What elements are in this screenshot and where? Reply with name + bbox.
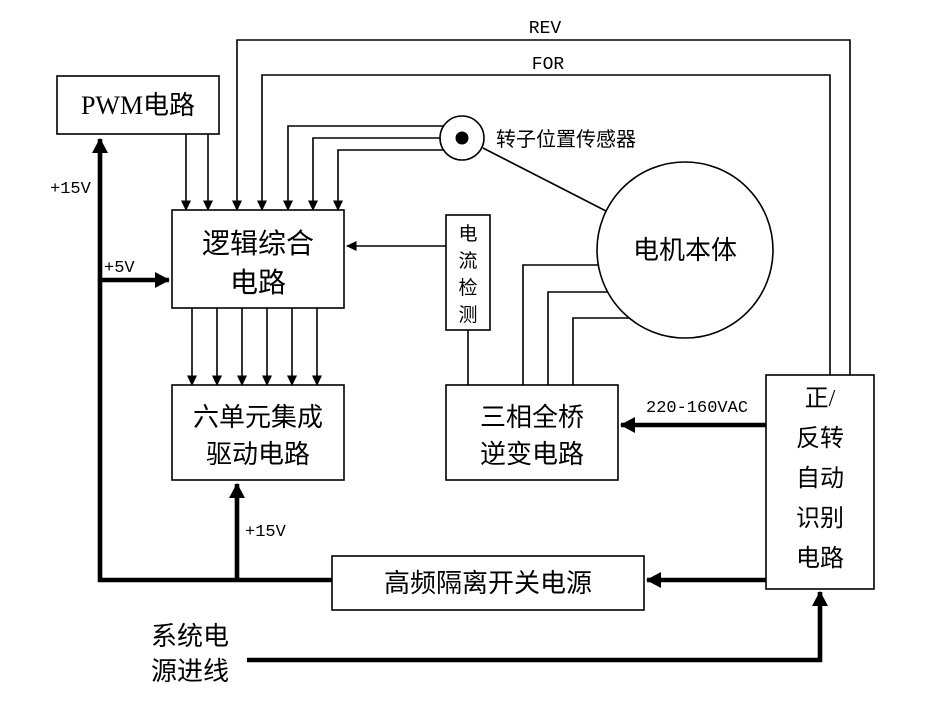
inverter-to-motor-line-3 (572, 317, 629, 385)
sensor-to-logic-line-1 (283, 125, 443, 211)
fr-label-line3: 自动 (796, 465, 844, 492)
psu-to-pwm-power-line (92, 138, 332, 583)
system-power-label-line1: 系统电 (151, 622, 229, 651)
motor-circle (596, 161, 774, 339)
driver-label-line1: 六单元集成 (193, 403, 323, 432)
for-signal-line (257, 74, 831, 375)
current-detect-char-4: 测 (458, 304, 477, 326)
logic-label-line2: 电路 (230, 267, 286, 299)
fr-label-line4: 识别 (796, 505, 844, 532)
hf-psu-box (331, 555, 645, 611)
logic-box (171, 209, 345, 309)
v5-label: +5V (104, 259, 135, 278)
v15-driver-label: +15V (245, 523, 287, 542)
fr-label-line1: 正/ (805, 386, 836, 412)
fr-label-line2: 反转 (796, 425, 844, 452)
inverter-label-line1: 三相全桥 (480, 403, 584, 432)
v15-left-label: +15V (50, 180, 92, 199)
driver-box (171, 384, 345, 481)
for-label: FOR (532, 55, 565, 75)
inverter-label-line2: 逆变电路 (480, 440, 584, 469)
pwm-label: PWM电路 (81, 91, 195, 120)
sensor-to-logic-line-3 (333, 149, 443, 211)
current-detect-char-3: 检 (458, 277, 477, 299)
motor-label: 电机本体 (633, 236, 737, 265)
inverter-box (445, 384, 619, 481)
logic-label-line1: 逻辑综合 (202, 228, 314, 260)
sensor-dot (455, 131, 469, 145)
current-detect-char-2: 流 (458, 250, 477, 272)
inverter-to-motor-line-1 (522, 264, 598, 385)
driver-label-line2: 驱动电路 (206, 440, 310, 469)
fr-recognition-box (765, 374, 875, 590)
sensor-to-logic-line-2 (308, 137, 440, 211)
inverter-to-motor-line-2 (547, 291, 608, 385)
pwm-box (56, 75, 220, 135)
rev-signal-line (232, 39, 851, 375)
sensor-to-motor-line (482, 147, 607, 212)
system-power-label-line2: 源进线 (151, 657, 229, 686)
fr-label-line5: 电路 (796, 545, 844, 572)
hf-psu-label: 高频隔离开关电源 (384, 569, 592, 598)
vac-label: 220-160VAC (646, 399, 748, 418)
rev-label: REV (529, 19, 562, 39)
current-detect-box (445, 214, 491, 331)
system-power-line (247, 591, 828, 663)
current-detect-char-1: 电 (458, 223, 477, 245)
sensor-label: 转子位置传感器 (496, 128, 636, 151)
